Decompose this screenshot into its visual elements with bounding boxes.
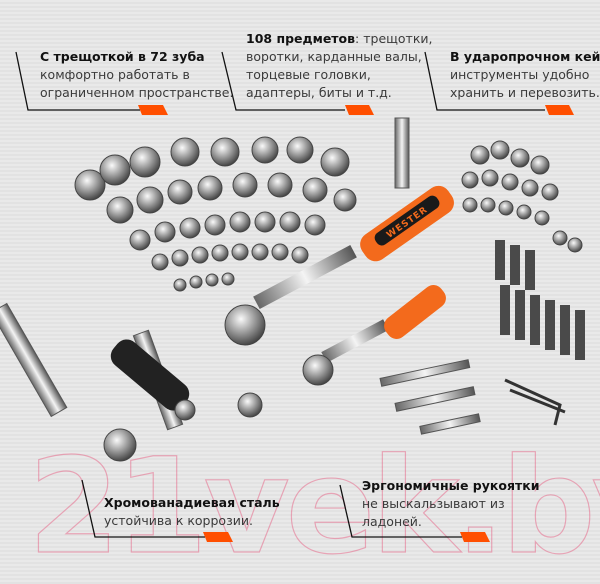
watermark: 21vek.by [27, 429, 600, 584]
callout-text: ладоней. [362, 514, 422, 529]
sockets-group-center [74, 136, 357, 292]
callout-handles: Эргономичные рукоятки не выскальзывают и… [362, 477, 539, 531]
callout-title: 108 предметов [246, 31, 356, 46]
callout-text: торцевые головки, [246, 67, 371, 82]
callout-text: : трещотки, [355, 31, 433, 46]
sockets-bottom-left [103, 392, 263, 462]
hex-keys [504, 378, 566, 426]
callout-title: В ударопрочном кейсе [450, 49, 600, 64]
callout-case: В ударопрочном кейсе инструменты удобно … [450, 48, 600, 102]
callout-text: устойчива к коррозии. [104, 513, 253, 528]
callout-text: хранить и перевозить. [450, 85, 600, 100]
callout-ratchet: С трещоткой в 72 зуба комфортно работать… [40, 48, 233, 102]
sockets-group-right [461, 140, 583, 253]
product-image-tool-set: WESTER [0, 117, 585, 462]
ratchet-large: WESTER [224, 185, 454, 346]
callout-title: Эргономичные рукоятки [362, 478, 540, 493]
callout-lines [15, 51, 574, 542]
ratchet-small [302, 285, 446, 386]
callout-text: комфортно работать в [40, 67, 190, 82]
callout-items-count: 108 предметов: трещотки, воротки, кардан… [246, 30, 433, 102]
callout-title: Хромованадиевая сталь [104, 495, 280, 510]
bits-group [495, 240, 585, 360]
callout-text: не выскальзывают из [362, 496, 505, 511]
callout-title: С трещоткой в 72 зуба [40, 49, 205, 64]
callout-steel: Хромованадиевая сталь устойчива к корроз… [104, 494, 280, 530]
callout-text: адаптеры, биты и т.д. [246, 85, 392, 100]
callout-text: ограниченном пространстве. [40, 85, 234, 100]
screwdriver-handle [110, 339, 196, 421]
callout-text: инструменты удобно [450, 67, 590, 82]
callout-text: воротки, карданные валы, [246, 49, 422, 64]
